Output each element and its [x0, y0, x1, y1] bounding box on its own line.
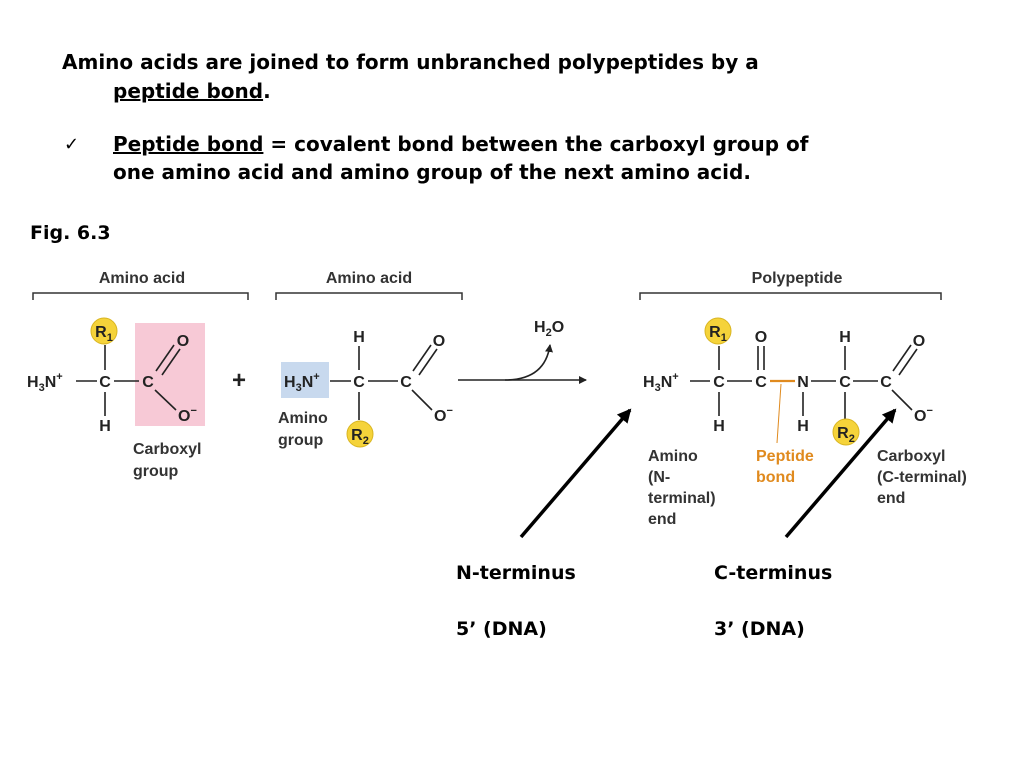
poly-alpha-carbon-2: C: [839, 374, 851, 391]
header-polypeptide: Polypeptide: [752, 270, 843, 287]
n-end-label-1: Amino: [648, 448, 698, 465]
poly-hydrogen-1: H: [713, 418, 725, 435]
poly-nitrogen: N: [797, 374, 809, 391]
n-end-label-2: (N-: [648, 469, 670, 486]
poly-r1-circle: [704, 317, 732, 345]
c-end-label-1: Carboxyl: [877, 448, 945, 465]
n-end-label-3: terminal): [648, 490, 716, 507]
bullet-definition: = covalent bond between the carboxyl gro…: [263, 132, 809, 156]
aa2-bonds: [330, 344, 438, 420]
c-terminus-label: C-terminus: [714, 562, 833, 584]
bullet-check-icon: ✓: [64, 134, 80, 155]
aa1-alpha-carbon: C: [99, 374, 111, 391]
r1-label: R1: [95, 324, 113, 344]
bracket-amino-acid-2: [275, 292, 463, 300]
aa1-carboxyl-carbon: C: [142, 374, 154, 391]
bracket-amino-acid-1: [32, 292, 249, 300]
aa1-hydrogen: H: [99, 418, 111, 435]
aa2-h3n: H3N+: [284, 371, 320, 394]
poly-carbonyl-carbon: C: [755, 374, 767, 391]
plus-sign: +: [232, 367, 246, 394]
poly-carboxyl-carbon: C: [880, 374, 892, 391]
poly-alpha-carbon-1: C: [713, 374, 725, 391]
figure-label: Fig. 6.3: [30, 222, 111, 244]
poly-h3n: H3N+: [643, 371, 679, 394]
peptide-bond-label-2: bond: [756, 469, 795, 486]
amino-group-label-1: Amino: [278, 410, 328, 427]
r1-group-circle: [90, 317, 118, 345]
poly-r2-label: R2: [837, 425, 855, 445]
aa2-double-o: O: [433, 333, 445, 350]
c-end-label-3: end: [877, 490, 905, 507]
poly-r2-circle: [832, 418, 860, 446]
peptide-bond-label-1: Peptide: [756, 448, 814, 465]
aa1-double-o: O: [177, 333, 189, 350]
carboxyl-group-label-1: Carboxyl: [133, 441, 201, 458]
poly-amide-hydrogen: H: [797, 418, 809, 435]
poly-carbonyl-o: O: [755, 329, 767, 346]
aa1-h3n: H3N+: [27, 371, 63, 394]
c-end-label-2: (C-terminal): [877, 469, 967, 486]
n-terminus-dna-label: 5’ (DNA): [456, 618, 547, 640]
bullet-line-1: Peptide bond = covalent bond between the…: [113, 130, 808, 159]
header-amino-acid-2: Amino acid: [326, 270, 412, 287]
aa1-o-minus: O−: [178, 405, 197, 425]
water-label: H2O: [534, 319, 564, 339]
reaction-arrow: [458, 344, 587, 384]
bracket-polypeptide: [639, 292, 942, 300]
poly-r1-label: R1: [709, 324, 727, 344]
intro-line-1: Amino acids are joined to form unbranche…: [62, 50, 759, 74]
r2-group-circle: [346, 420, 374, 448]
n-terminus-arrow: [519, 408, 632, 539]
aa2-carboxyl-carbon: C: [400, 374, 412, 391]
carboxyl-group-label-2: group: [133, 463, 179, 480]
aa1-bonds: [76, 344, 181, 416]
carboxyl-highlight-box: [135, 323, 205, 426]
c-terminus-arrow: [784, 408, 897, 539]
intro-period: .: [263, 79, 271, 103]
peptide-bond-pointer: [776, 383, 782, 444]
bullet-line-2: one amino acid and amino group of the ne…: [113, 160, 751, 184]
header-amino-acid-1: Amino acid: [99, 270, 185, 287]
n-end-label-4: end: [648, 511, 676, 528]
peptide-bond-term: peptide bond: [113, 79, 264, 103]
aa2-alpha-carbon: C: [353, 374, 365, 391]
c-terminus-dna-label: 3’ (DNA): [714, 618, 805, 640]
poly-o-minus: O−: [914, 405, 933, 425]
amino-highlight-box: [281, 362, 329, 398]
amino-group-label-2: group: [278, 432, 324, 449]
n-terminus-label: N-terminus: [456, 562, 576, 584]
polypeptide-bonds: [690, 344, 918, 420]
aa2-hydrogen: H: [353, 329, 365, 346]
bullet-term: Peptide bond: [113, 132, 264, 156]
aa2-o-minus: O−: [434, 405, 453, 425]
poly-hydrogen-2: H: [839, 329, 851, 346]
poly-double-o: O: [913, 333, 925, 350]
intro-line-2: peptide bond.: [113, 77, 271, 106]
r2-label: R2: [351, 427, 369, 447]
